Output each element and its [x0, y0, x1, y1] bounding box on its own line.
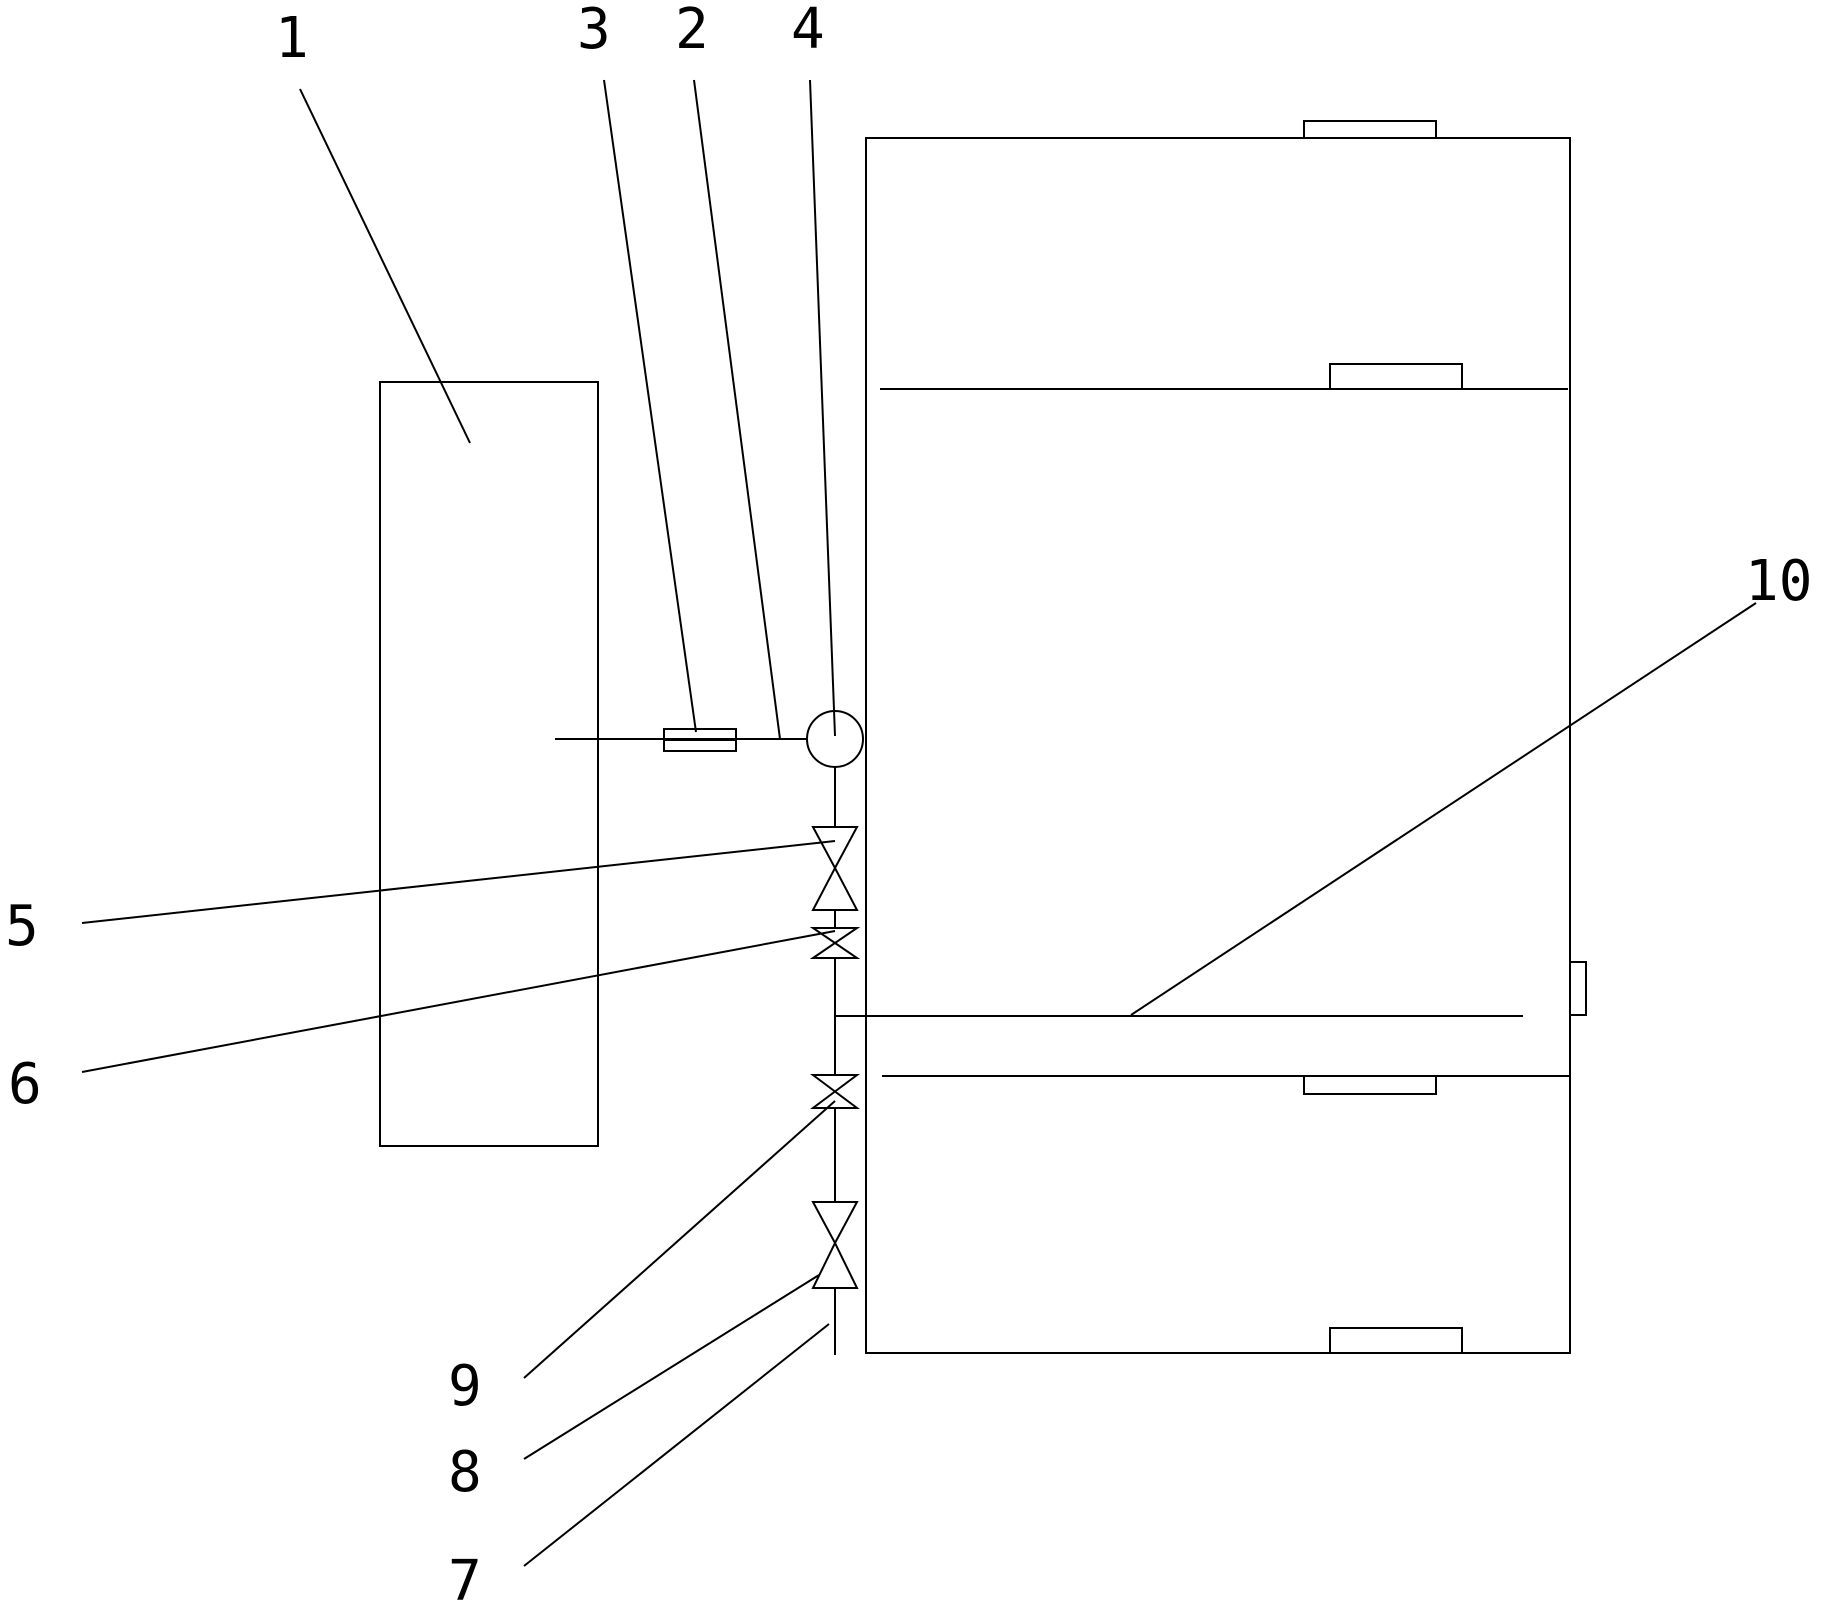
valve-6 [809, 927, 861, 959]
leader-10 [1130, 602, 1757, 1016]
valve-8 [811, 1201, 859, 1289]
label-8: 8 [448, 1440, 482, 1505]
component-1-box [379, 381, 599, 1147]
valve-5 [811, 826, 859, 911]
label-4: 4 [791, 0, 825, 62]
leader-9 [523, 1100, 836, 1379]
label-2: 2 [675, 0, 709, 62]
main-cabinet [865, 137, 1571, 1354]
side-tab [1569, 961, 1587, 1016]
leader-2 [693, 79, 781, 740]
label-6: 6 [8, 1052, 42, 1117]
leader-3 [603, 79, 697, 733]
leader-4 [809, 79, 836, 737]
leader-7 [523, 1323, 830, 1567]
label-1: 1 [275, 6, 309, 71]
bottom-tab [1329, 1327, 1463, 1354]
label-10: 10 [1745, 549, 1812, 614]
leader-5 [81, 840, 836, 924]
leader-6 [81, 930, 836, 1073]
lower-shelf-tab [1303, 1075, 1437, 1095]
top-tab [1303, 120, 1437, 139]
label-7: 7 [448, 1549, 482, 1608]
label-9: 9 [448, 1354, 482, 1419]
valve-9 [810, 1074, 860, 1109]
upper-shelf-tab [1329, 363, 1463, 390]
leader-1 [299, 88, 471, 444]
label-3: 3 [577, 0, 611, 62]
label-5: 5 [5, 894, 39, 959]
leader-8 [523, 1274, 820, 1460]
